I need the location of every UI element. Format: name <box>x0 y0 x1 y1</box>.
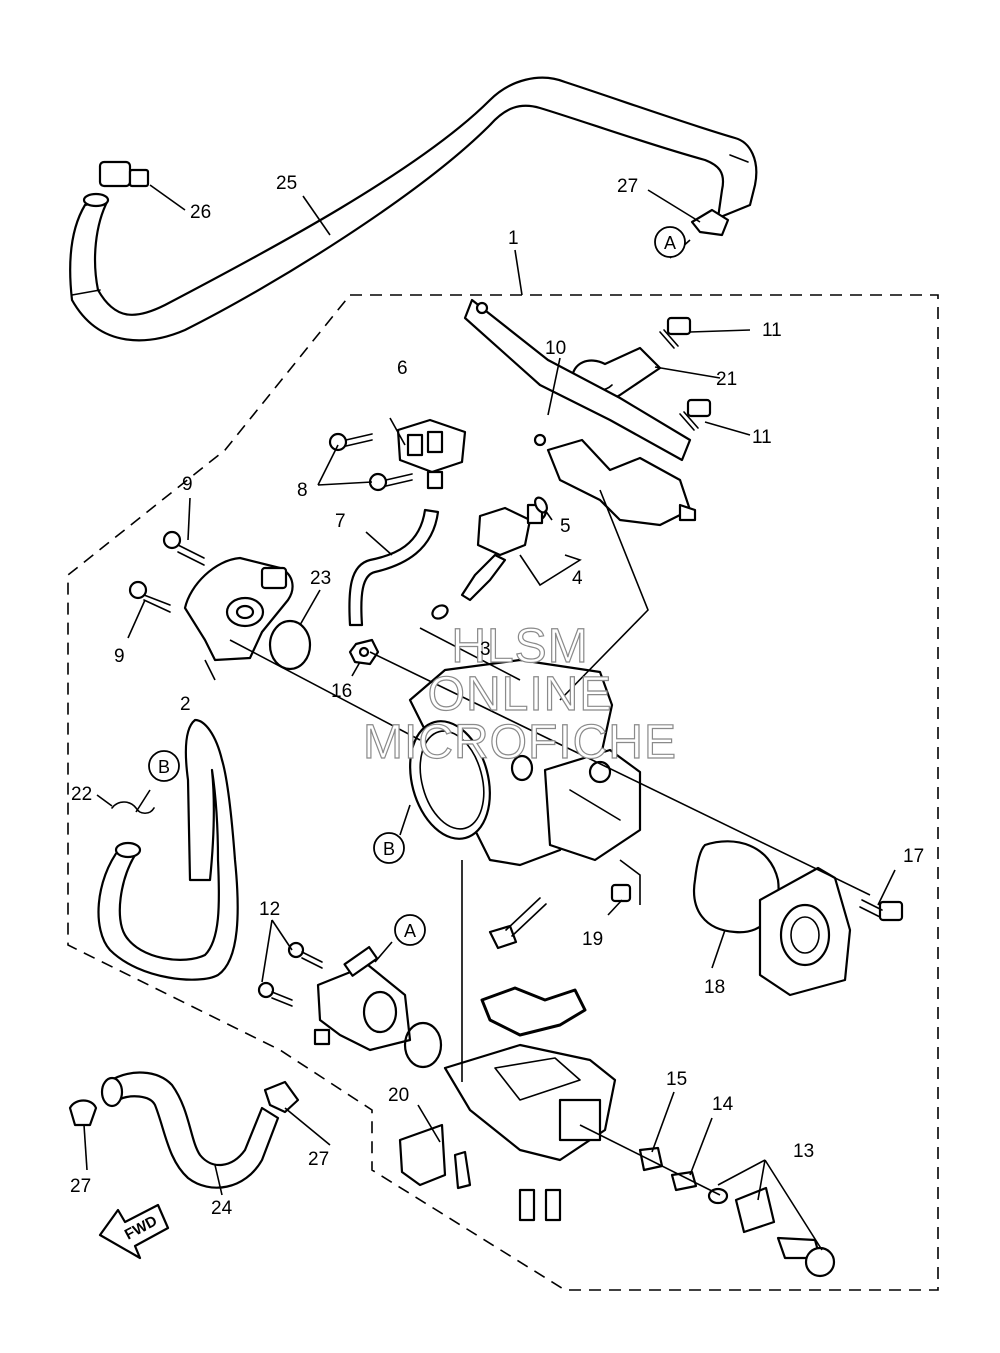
part-11-screw-upper <box>659 316 692 349</box>
svg-text:ONLINE: ONLINE <box>428 668 613 721</box>
callout-9a: 9 <box>182 474 193 495</box>
svg-text:A: A <box>664 233 676 253</box>
callout-18: 18 <box>704 977 725 998</box>
callout-20: 20 <box>388 1085 409 1106</box>
body-bolt <box>488 897 547 950</box>
callout-13: 13 <box>793 1141 814 1162</box>
part-8-screw-a <box>328 432 373 452</box>
part-13-spring <box>734 1186 776 1234</box>
svg-text:MICROFICHE: MICROFICHE <box>363 716 677 769</box>
callout-23: 23 <box>310 568 331 589</box>
callout-1: 1 <box>508 228 519 249</box>
part-7-hose <box>348 470 444 627</box>
callout-26: 26 <box>190 202 211 223</box>
hose-b <box>97 718 239 981</box>
part-4-injector <box>460 499 548 602</box>
alignment-lines <box>229 489 871 1196</box>
callout-9b: 9 <box>114 646 125 667</box>
part-9-screw-lower <box>128 580 171 613</box>
callout-17: 17 <box>903 846 924 867</box>
callout-7: 7 <box>335 511 346 532</box>
callout-14: 14 <box>712 1094 734 1115</box>
part-9-screw-upper <box>162 530 205 566</box>
callout-16: 16 <box>331 681 352 702</box>
throttle-gasket <box>480 986 587 1037</box>
part-27-clamp-right <box>263 1080 300 1114</box>
watermark: HLSM ONLINE MICROFICHE <box>362 619 677 769</box>
part-18-gasket <box>692 840 780 934</box>
part-11-screw-lower <box>679 398 712 431</box>
callout-19: 19 <box>582 929 603 950</box>
part-26-clamp <box>98 160 150 188</box>
svg-text:A: A <box>404 921 416 941</box>
callout-11b: 11 <box>752 427 772 448</box>
callout-6: 6 <box>397 358 408 379</box>
callout-8: 8 <box>297 480 308 501</box>
callout-27c: 27 <box>70 1176 91 1197</box>
svg-text:B: B <box>383 839 395 859</box>
part-8-screw-b <box>368 472 413 492</box>
part-25-hose <box>69 76 758 342</box>
idle-block <box>443 1043 617 1162</box>
part-22-clip <box>111 801 155 815</box>
part-15-spring <box>638 1146 664 1172</box>
part-27-clamp-top <box>690 208 730 237</box>
ref-b-body: B <box>373 832 405 864</box>
callout-25: 25 <box>276 173 297 194</box>
part-23-o-ring <box>268 619 312 671</box>
svg-text:HLSM: HLSM <box>451 620 588 673</box>
part-20-bracket <box>398 1123 472 1190</box>
assembly-boundary <box>67 294 939 1291</box>
callout-21: 21 <box>716 369 737 390</box>
callout-2: 2 <box>180 694 191 715</box>
part-3-seal <box>431 604 449 620</box>
callout-4: 4 <box>572 568 583 589</box>
part-17-bolt <box>859 899 904 922</box>
ref-b-left: B <box>148 750 180 782</box>
block-screw-left <box>518 1188 536 1222</box>
callout-10: 10 <box>545 338 566 359</box>
part-12-bolt-b <box>257 981 293 1007</box>
svg-text:B: B <box>158 757 170 777</box>
part-18-cover <box>758 866 852 997</box>
callout-labels: 1 2 3 4 5 6 7 8 9 9 10 11 11 12 13 14 15… <box>70 173 924 1219</box>
part-19-plug <box>610 883 632 903</box>
part-2-sensor <box>183 556 294 662</box>
ref-a-top: A <box>654 226 686 258</box>
part-12-bolt-a <box>287 941 323 969</box>
callout-27a: 27 <box>617 176 638 197</box>
callout-15: 15 <box>666 1069 687 1090</box>
callout-22: 22 <box>71 784 92 805</box>
coolant-o-ring <box>403 1021 443 1069</box>
part-16-nut <box>348 638 380 666</box>
callout-5: 5 <box>560 516 571 537</box>
part-14-pin <box>670 1170 698 1192</box>
fwd-arrow-icon: FWD <box>98 1203 170 1260</box>
callout-11a: 11 <box>762 320 782 341</box>
part-27-clamp-left <box>68 1099 98 1127</box>
ref-a-mid: A <box>394 914 426 946</box>
callout-12: 12 <box>259 899 280 920</box>
callout-27b: 27 <box>308 1149 329 1170</box>
part-24-hose <box>100 1071 280 1189</box>
coolant-fitting <box>313 945 412 1052</box>
part-10-fuel-rail <box>463 298 697 527</box>
block-screw-right <box>544 1188 562 1222</box>
callout-24: 24 <box>211 1198 233 1219</box>
part-13-screw <box>776 1236 836 1278</box>
part-5-o-ring <box>534 496 548 514</box>
part-6-connector <box>396 418 467 474</box>
callout-3: 3 <box>480 639 491 660</box>
throttle-body-main <box>408 658 642 867</box>
